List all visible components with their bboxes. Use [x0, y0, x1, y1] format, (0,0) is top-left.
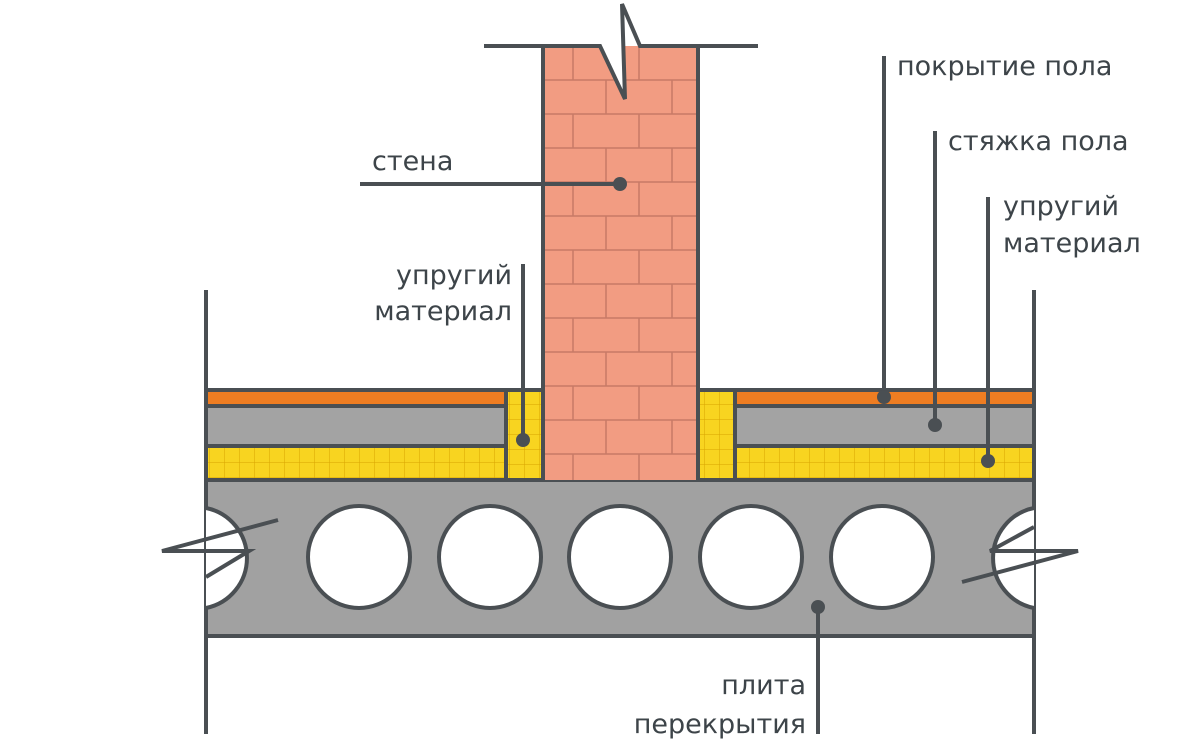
break-symbol-right — [961, 525, 1079, 584]
slab-voids — [306, 504, 935, 610]
labels: стена покрытие пола стяжка пола упругий … — [372, 51, 1141, 740]
dot-floor-covering — [877, 390, 891, 404]
label-slab-1: плита — [721, 670, 806, 701]
dot-elastic-left — [516, 433, 530, 447]
label-floor-screed: стяжка пола — [948, 126, 1129, 157]
label-elastic-right-2: материал — [1003, 228, 1141, 259]
leader-dots — [516, 177, 995, 614]
dot-wall — [613, 177, 627, 191]
break-symbol-left — [161, 518, 279, 579]
floor-layers-left — [204, 388, 508, 482]
dot-slab — [811, 600, 825, 614]
label-elastic-left-2: материал — [374, 296, 512, 327]
label-elastic-left-1: упругий — [396, 260, 512, 291]
label-floor-covering: покрытие пола — [897, 51, 1112, 82]
brick-wall — [484, 3, 758, 480]
label-slab-2: перекрытия — [634, 709, 806, 740]
leaders — [204, 56, 1036, 734]
dot-elastic-right — [981, 454, 995, 468]
hollow-core-slab — [161, 478, 1079, 638]
label-elastic-right-1: упругий — [1003, 191, 1119, 222]
label-wall: стена — [372, 146, 453, 177]
dot-floor-screed — [928, 418, 942, 432]
brick-mortar — [543, 46, 698, 480]
wall-break-notch — [600, 4, 640, 99]
